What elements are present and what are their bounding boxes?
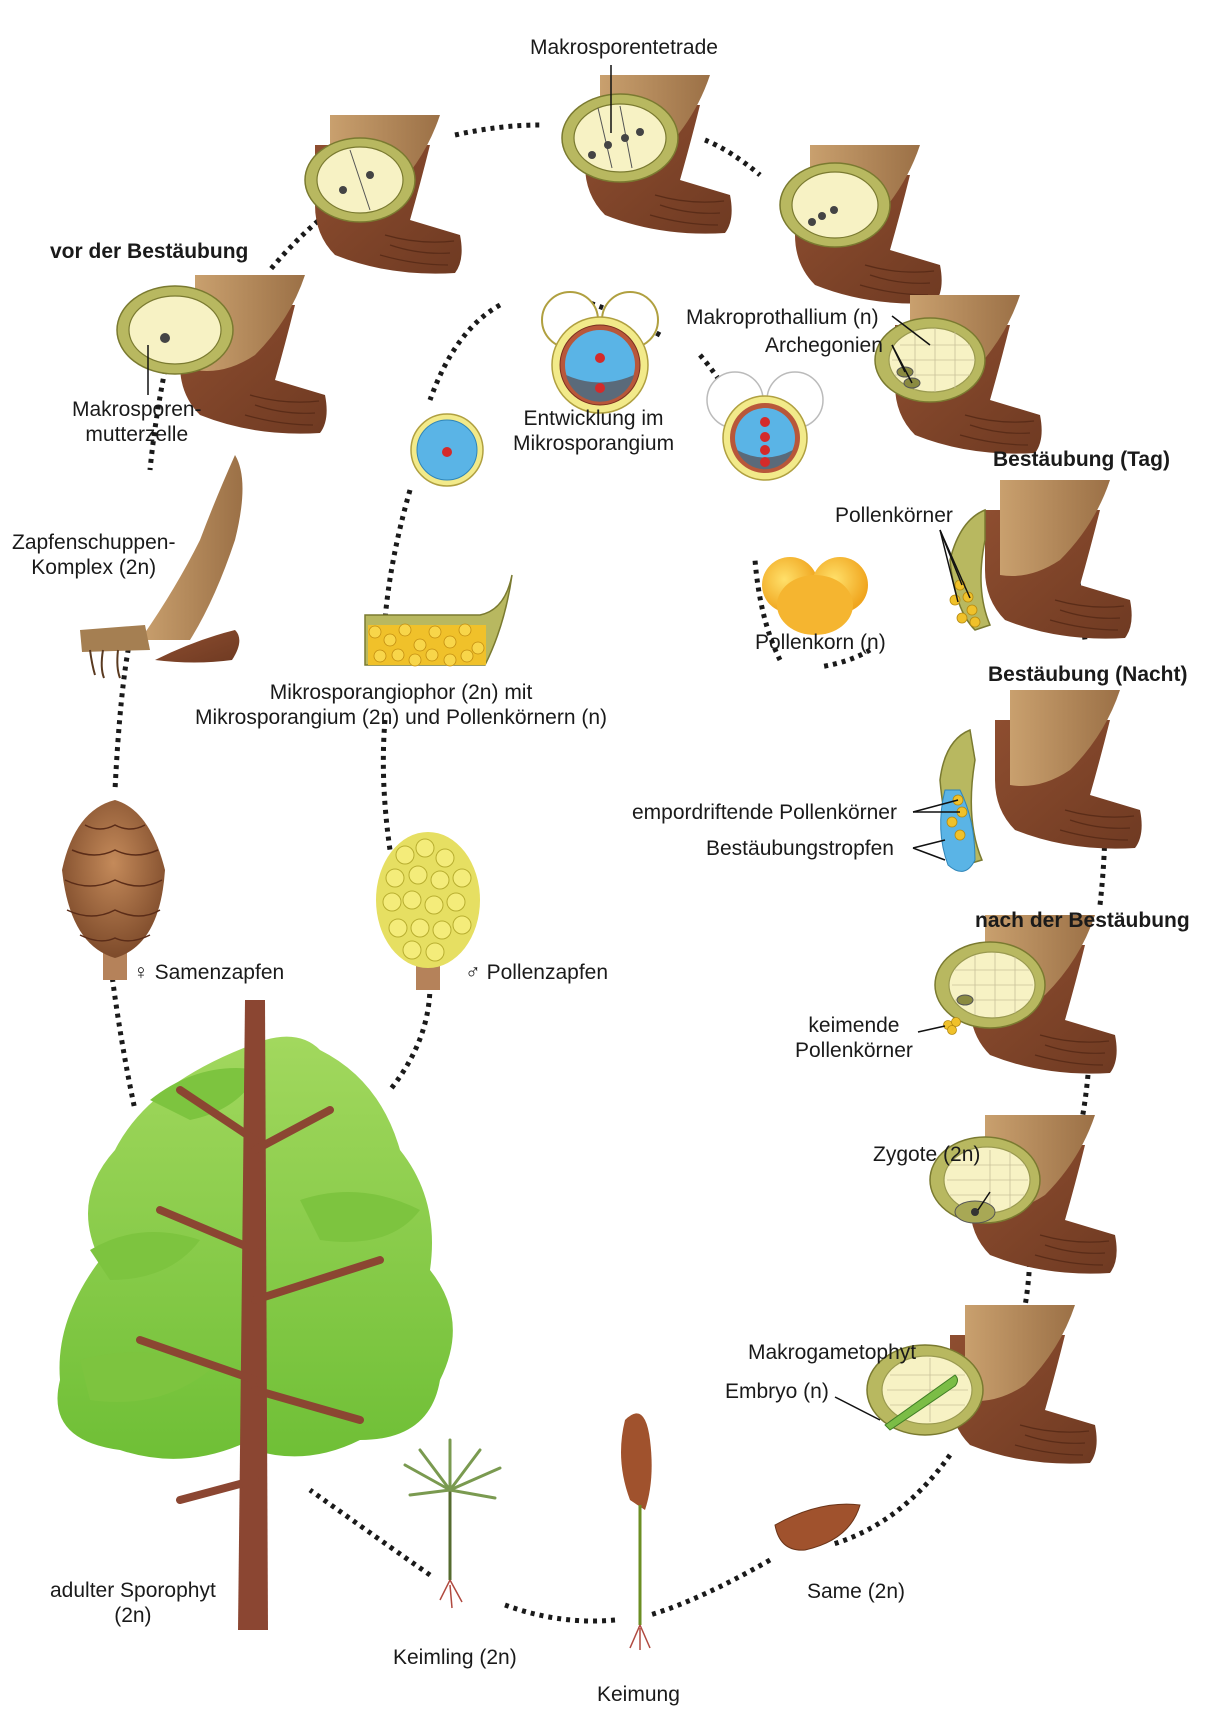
label-makrosporenmutterzelle: Makrosporen- mutterzelle (72, 397, 202, 447)
pollen-development-2 (707, 372, 823, 480)
stage-zygote (930, 1115, 1117, 1274)
label-entwicklung: Entwicklung im Mikrosporangium (513, 406, 674, 456)
microspore (411, 414, 483, 486)
label-zygote: Zygote (2n) (873, 1142, 980, 1167)
stage-embryo (867, 1305, 1097, 1464)
label-empordriftende-pollenkoerner: empordriftende Pollenkörner (632, 800, 897, 825)
stage-prothallium (875, 295, 1042, 454)
seed (775, 1504, 860, 1550)
label-samenzapfen: ♀ Samenzapfen (133, 960, 284, 985)
stage-after-pollination (935, 915, 1117, 1074)
label-mikrosporangiophor: Mikrosporangiophor (2n) mit Mikrosporang… (195, 680, 607, 730)
label-keimung: Keimung (597, 1682, 680, 1707)
label-archegonien: Archegonien (765, 333, 883, 358)
label-vor-bestaeubung: vor der Bestäubung (50, 239, 248, 264)
stage-premeiosis (305, 115, 462, 274)
label-adulter-sporophyt: adulter Sporophyt (2n) (50, 1578, 216, 1628)
label-makroprothallium: Makroprothallium (n) (686, 305, 879, 330)
label-makrogametophyt: Makrogametophyt (748, 1340, 916, 1365)
label-keimende-pollenkoerner: keimende Pollenkörner (795, 1013, 913, 1063)
label-zapfenschuppen-komplex: Zapfenschuppen- Komplex (2n) (12, 530, 175, 580)
seedling (405, 1440, 500, 1608)
stage-tetrad (562, 75, 732, 234)
stage-functional-spore (780, 145, 942, 304)
label-embryo: Embryo (n) (725, 1379, 829, 1404)
stage-pollination-night (940, 690, 1142, 871)
pollen-grain (762, 557, 868, 635)
label-bestaeubungstropfen: Bestäubungstropfen (706, 836, 894, 861)
label-pollenkoerner: Pollenkörner (835, 503, 953, 528)
germination (621, 1413, 652, 1650)
label-pollenkorn: Pollenkorn (n) (755, 630, 886, 655)
label-pollenzapfen: ♂ Pollenzapfen (465, 960, 608, 985)
stage-pollination-day (950, 480, 1132, 639)
adult-sporophyte (58, 1000, 453, 1630)
label-makrosporentetrade: Makrosporentetrade (530, 35, 718, 60)
label-bestaeubung-nacht: Bestäubung (Nacht) (988, 662, 1188, 687)
label-bestaeubung-tag: Bestäubung (Tag) (993, 447, 1170, 472)
label-same: Same (2n) (807, 1579, 905, 1604)
seed-cone (62, 800, 165, 980)
pollen-development-1 (542, 292, 658, 413)
label-keimling: Keimling (2n) (393, 1645, 517, 1670)
label-nach-bestaeubung: nach der Bestäubung (975, 908, 1190, 933)
